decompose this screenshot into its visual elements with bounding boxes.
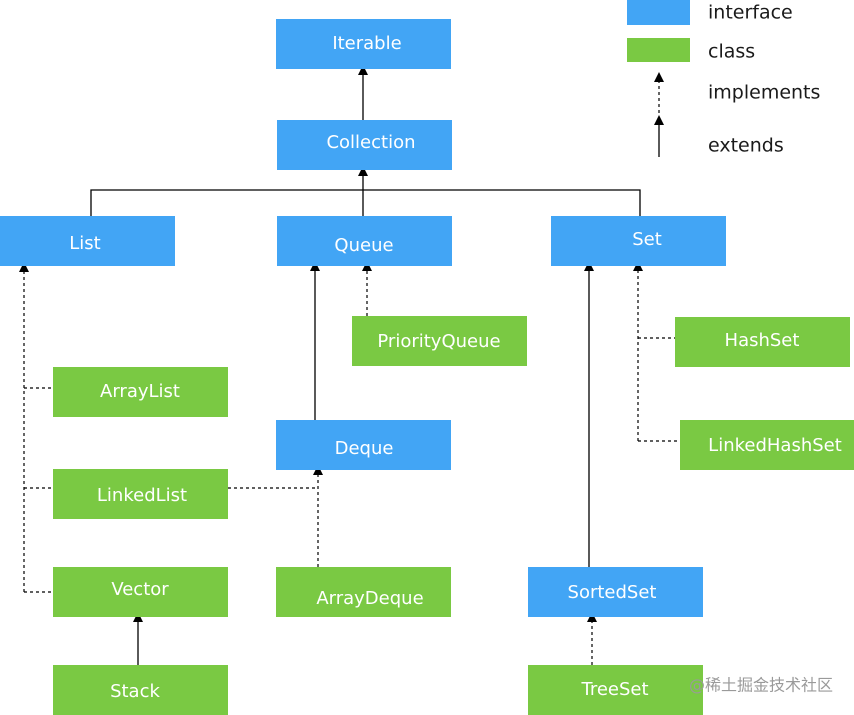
class-box [680, 420, 854, 470]
node-arraylist: ArrayList [53, 367, 228, 417]
node-label: Stack [110, 681, 160, 702]
node-label: Iterable [332, 33, 401, 54]
connectors [19, 65, 680, 665]
class-box [675, 317, 850, 367]
interface-box [276, 19, 451, 69]
node-hashset: HashSet [675, 317, 850, 367]
node-label: Set [632, 229, 662, 250]
legend-extends-label: extends [708, 135, 784, 157]
node-stack: Stack [53, 665, 228, 715]
node-linkedlist: LinkedList [53, 469, 228, 519]
node-vector: Vector [53, 567, 228, 617]
node-label: Queue [334, 235, 393, 256]
node-label: PriorityQueue [377, 331, 500, 352]
node-label: Deque [335, 438, 394, 459]
node-label: SortedSet [568, 582, 657, 603]
class-box [528, 665, 703, 715]
legend-implements-label: implements [708, 82, 820, 104]
node-label: ArrayList [100, 381, 180, 402]
branch-line-list-set [90, 189, 641, 216]
node-queue: Queue [277, 216, 452, 266]
node-label: Vector [111, 579, 169, 600]
legend-interface-swatch [627, 0, 690, 25]
node-label: Collection [326, 132, 415, 153]
node-iterable: Iterable [276, 19, 451, 69]
node-label: List [69, 233, 100, 254]
node-deque: Deque [276, 420, 451, 470]
interface-box [528, 567, 703, 617]
legend-class-swatch [627, 38, 690, 62]
node-linkedhashset: LinkedHashSet [680, 420, 854, 470]
node-label: LinkedList [97, 485, 187, 506]
class-box [53, 665, 228, 715]
node-sortedset: SortedSet [528, 567, 703, 617]
legend: interface class implements extends [627, 0, 820, 157]
node-arraydeque: ArrayDeque [276, 567, 451, 617]
interface-box [277, 216, 452, 266]
interface-box [0, 216, 175, 266]
node-label: TreeSet [580, 679, 648, 700]
class-box [53, 567, 228, 617]
node-label: LinkedHashSet [708, 435, 842, 456]
interface-box [277, 120, 452, 170]
node-priorityqueue: PriorityQueue [352, 316, 527, 366]
node-list: List [0, 216, 175, 266]
class-box [276, 567, 451, 617]
legend-interface-label: interface [708, 2, 793, 24]
class-box [53, 469, 228, 519]
node-label: ArrayDeque [316, 588, 423, 609]
interface-box [276, 420, 451, 470]
class-box [352, 316, 527, 366]
node-label: HashSet [725, 330, 800, 351]
class-box [53, 367, 228, 417]
node-set: Set [551, 216, 726, 266]
legend-class-label: class [708, 41, 755, 63]
watermark: @稀土掘金技术社区 [689, 676, 833, 695]
interface-box [551, 216, 726, 266]
node-treeset: TreeSet [528, 665, 703, 715]
node-collection: Collection [277, 120, 452, 170]
